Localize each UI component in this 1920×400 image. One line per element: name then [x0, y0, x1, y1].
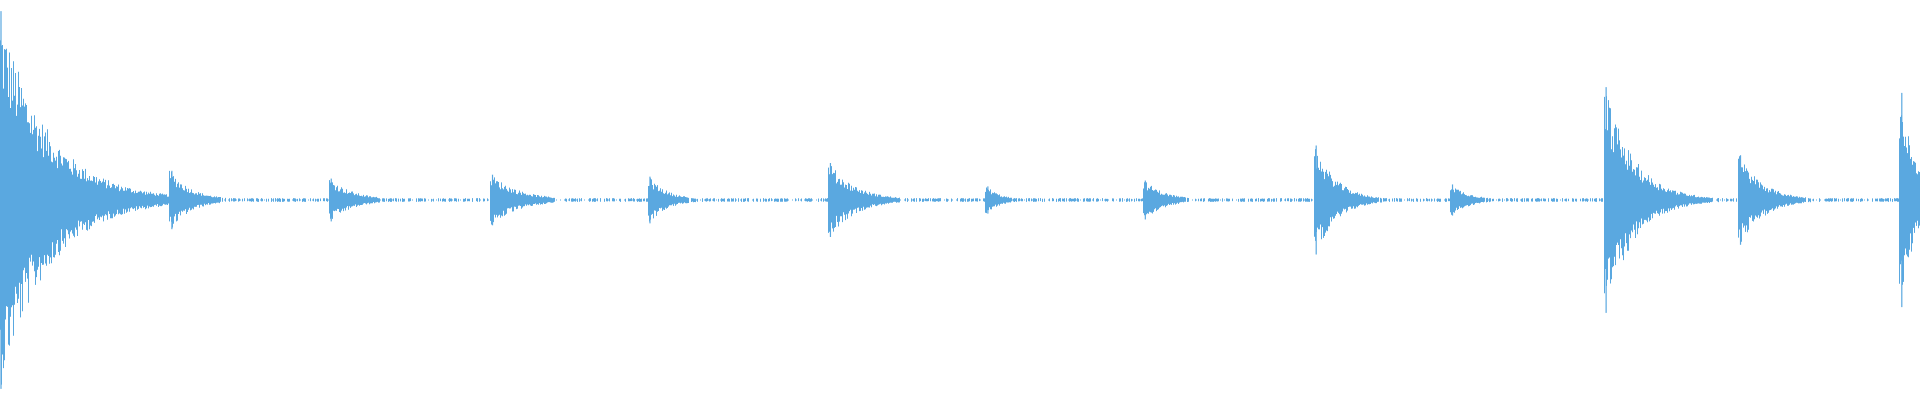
waveform-path	[0, 40, 1920, 385]
waveform-trace	[0, 11, 1920, 389]
